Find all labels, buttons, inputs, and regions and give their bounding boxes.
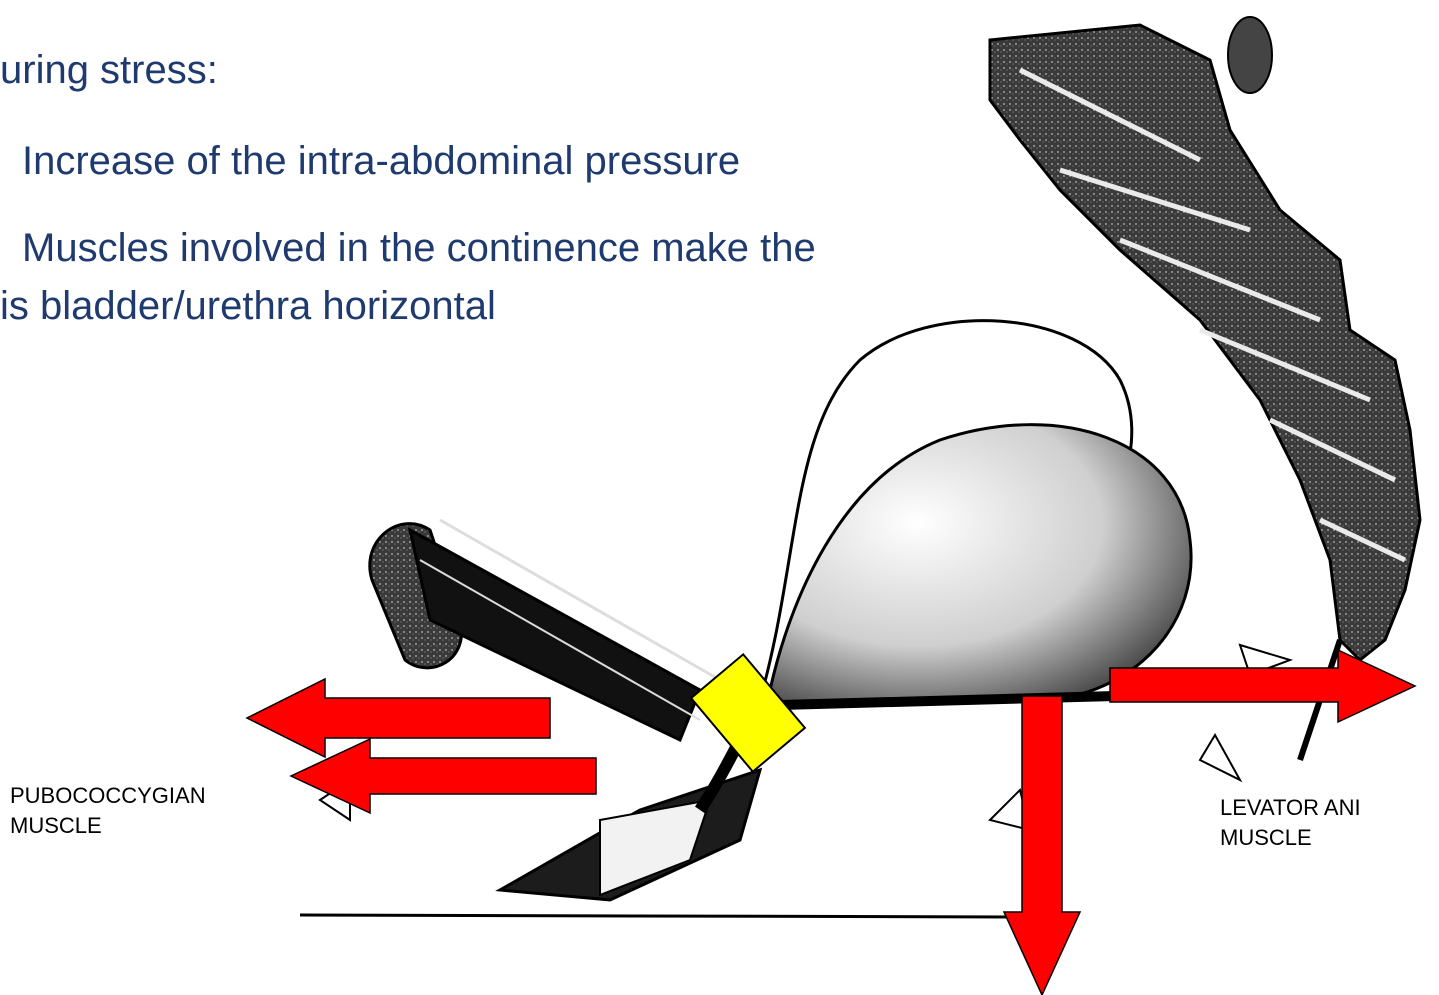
levator-ani-label-line2: MUSCLE (1220, 823, 1361, 853)
baseline (300, 915, 1010, 917)
slide-heading: uring stress: (0, 48, 218, 93)
pubococcygian-label-line1: PUBOCOCCYGIAN (10, 781, 206, 811)
bladder (770, 425, 1191, 705)
bullet-muscles: Muscles involved in the continence make … (22, 224, 816, 272)
bullet-muscles-continued: is bladder/urethra horizontal (0, 282, 496, 330)
bullet-pressure: Increase of the intra-abdominal pressure (22, 137, 740, 185)
pubococcygian-label: PUBOCOCCYGIAN MUSCLE (10, 781, 206, 841)
arrow-left-upper (247, 679, 550, 757)
levator-ani-label-line1: LEVATOR ANI (1220, 793, 1361, 823)
levator-ani-label: LEVATOR ANI MUSCLE (1220, 793, 1361, 853)
pubococcygian-label-line2: MUSCLE (10, 811, 206, 841)
arrow-down (1004, 696, 1080, 995)
